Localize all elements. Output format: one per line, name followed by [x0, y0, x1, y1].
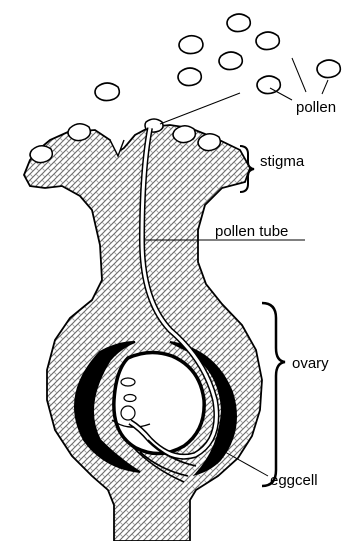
pollen-tube-label: pollen tube	[215, 223, 288, 240]
pollen-grain	[30, 146, 52, 163]
polar-nucleus	[124, 395, 136, 402]
pollen-leader	[160, 93, 240, 124]
ovary-brace	[262, 303, 285, 486]
pollen-grain	[173, 126, 195, 143]
egg-cell-nucleus	[121, 406, 135, 420]
pollen-leader	[322, 80, 328, 94]
pollen-grain	[317, 60, 340, 78]
stigma-label: stigma	[260, 153, 305, 170]
ovary-label: ovary	[292, 355, 329, 372]
pollen-grain	[219, 52, 242, 70]
pollen-label: pollen	[296, 99, 336, 116]
pollen-grain	[256, 32, 279, 50]
pollen-grain	[179, 36, 203, 54]
pollen-leader	[292, 58, 306, 92]
pollen-leader	[270, 88, 292, 100]
pollen-grain	[227, 14, 250, 32]
pollen-grain	[198, 134, 220, 151]
eggcell-label: eggcell	[270, 472, 318, 489]
pollen-grain	[68, 124, 90, 141]
pollen-grain	[178, 68, 201, 86]
polar-nucleus	[121, 378, 135, 386]
pollen-grain	[257, 76, 280, 94]
ovule	[114, 352, 204, 453]
pollen-grain	[95, 83, 119, 101]
pollen-grains	[95, 14, 340, 101]
